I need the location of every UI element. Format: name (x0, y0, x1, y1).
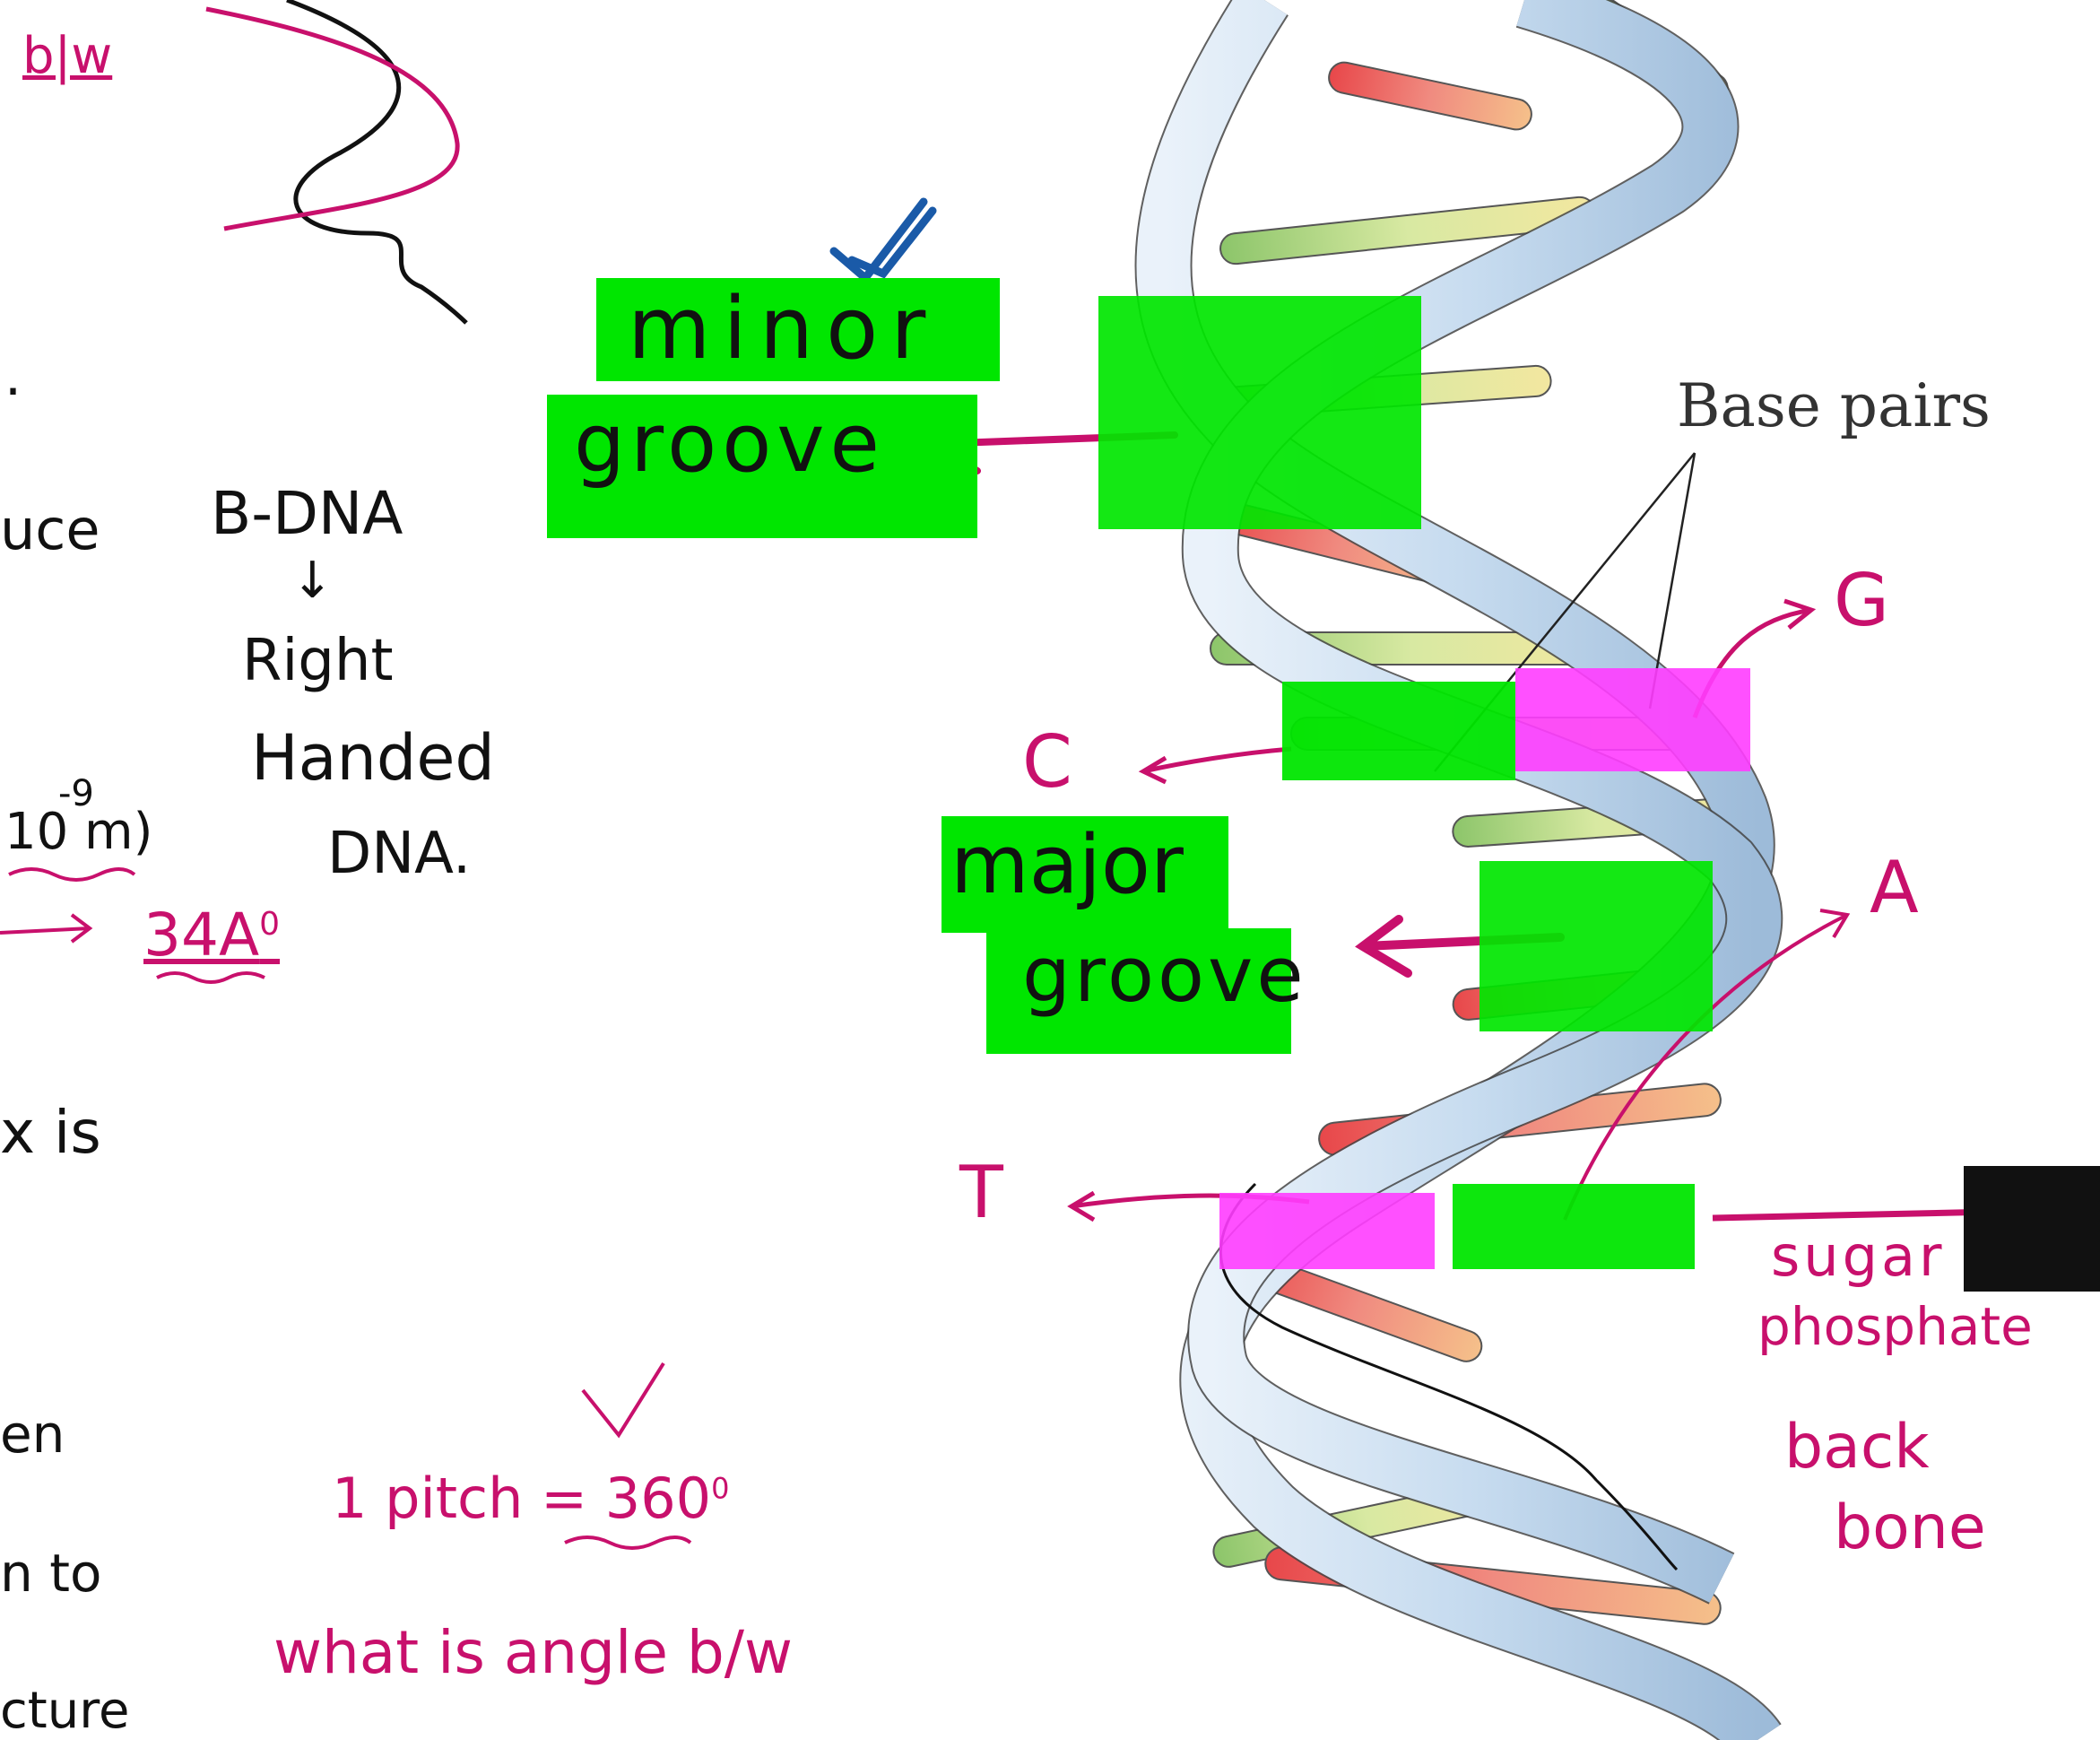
note-x-is: x is (0, 1103, 101, 1162)
note-right: Right (242, 632, 394, 690)
backbone-label-line1: sugar (1771, 1229, 1945, 1284)
note-dna: DNA. (327, 825, 471, 883)
note-question: what is angle b/w (273, 1623, 793, 1683)
sketch-strand-black (287, 0, 466, 323)
note-angstrom: 34A0 (143, 906, 280, 965)
a-highlight (1453, 1184, 1695, 1269)
sketch-strand-pink (206, 9, 457, 229)
minor-label: minor (628, 287, 938, 372)
t-highlight (1219, 1193, 1435, 1269)
note-dot: . (4, 350, 22, 404)
minor-groove-label: groove (574, 404, 885, 484)
g-label: G (1834, 565, 1889, 637)
rung (1326, 59, 1534, 132)
note-down-arrow: ↓ (291, 556, 334, 606)
c-arrow (1143, 749, 1291, 782)
note-n-to: n to (0, 1547, 101, 1599)
note-cture: cture (0, 1686, 129, 1736)
arrow-34a (0, 915, 90, 942)
g-highlight (1515, 668, 1750, 771)
note-en: en (0, 1408, 65, 1460)
note-blw: b|w (22, 31, 112, 82)
backbone-label-line2: phosphate (1757, 1301, 2033, 1353)
note-handed: Handed (251, 726, 495, 789)
note-bdna: B-DNA (211, 484, 403, 544)
note-uce: uce (0, 502, 100, 558)
c-highlight (1282, 682, 1515, 780)
note-exp-sup: -9 (58, 776, 94, 812)
note-pitch: 1 pitch = 3600 (332, 1471, 730, 1527)
t-label: T (959, 1157, 1003, 1229)
minor-groove-highlight (1098, 296, 1421, 529)
wavy-underline (9, 869, 135, 880)
note-exp: 10 m) -9 (4, 807, 152, 857)
wavy-underline (565, 1537, 690, 1548)
a-label: A (1870, 852, 1919, 924)
scribble-block (1964, 1166, 2100, 1292)
major-groove-label: groove (1022, 937, 1307, 1014)
wavy-underline (157, 973, 265, 982)
c-label: C (1022, 726, 1072, 798)
backbone-label-line3: back (1784, 1417, 1930, 1478)
base-pairs-label: Base pairs (1677, 377, 1991, 436)
blue-check-icon (834, 202, 933, 278)
pink-check-icon (583, 1363, 664, 1435)
major-label: major (950, 825, 1184, 906)
major-groove-highlight (1480, 861, 1713, 1031)
backbone-label-line4: bone (1834, 1498, 1986, 1559)
